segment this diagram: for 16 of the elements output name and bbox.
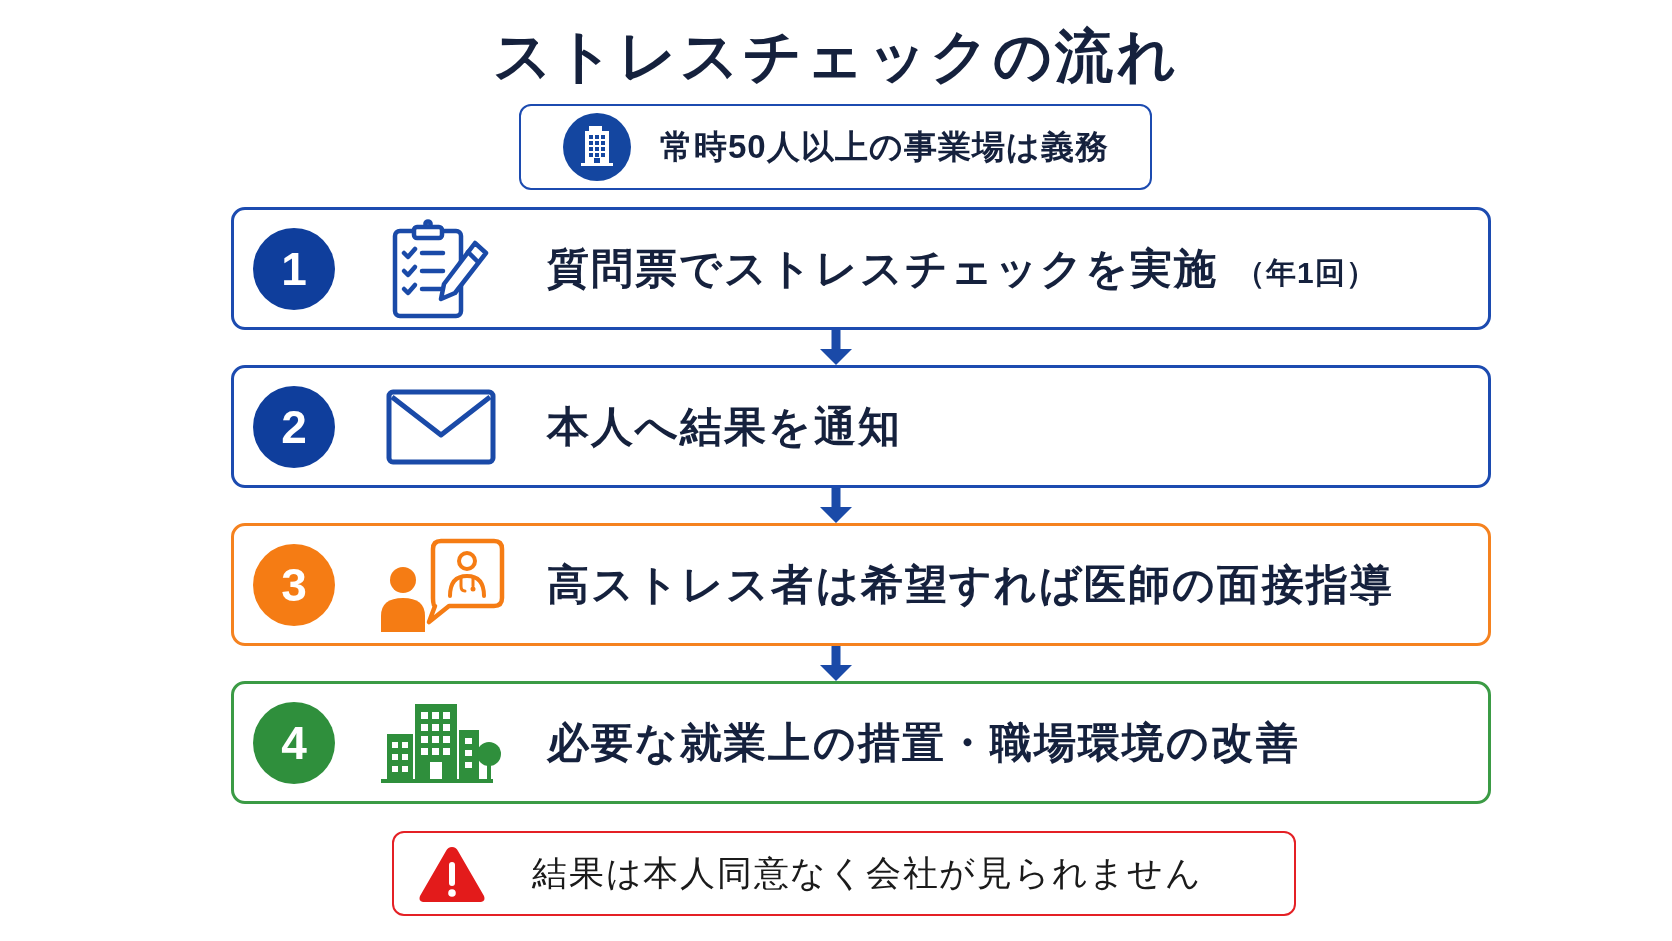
notice-box bbox=[519, 104, 1152, 190]
warning-box bbox=[392, 831, 1296, 916]
step-box bbox=[231, 523, 1491, 646]
step-text: 質問票でストレスチェックを実施 bbox=[547, 244, 1219, 294]
arrow bbox=[820, 646, 852, 681]
warning-text: 結果は本人同意なく会社が見られません bbox=[532, 852, 1203, 895]
step-box bbox=[231, 681, 1491, 804]
step-note: （年1回） bbox=[1234, 255, 1378, 291]
step-box bbox=[231, 365, 1491, 488]
notice-text: 常時50人以上の事業場は義務 bbox=[660, 127, 1109, 168]
step-box bbox=[231, 207, 1491, 330]
arrow bbox=[820, 488, 852, 523]
step-text: 本人へ結果を通知 bbox=[547, 402, 902, 452]
step-text: 必要な就業上の措置・職場環境の改善 bbox=[547, 718, 1300, 768]
title: ストレスチェックの流れ bbox=[492, 24, 1180, 88]
step-text: 高ストレス者は希望すれば医師の面接指導 bbox=[547, 560, 1394, 610]
